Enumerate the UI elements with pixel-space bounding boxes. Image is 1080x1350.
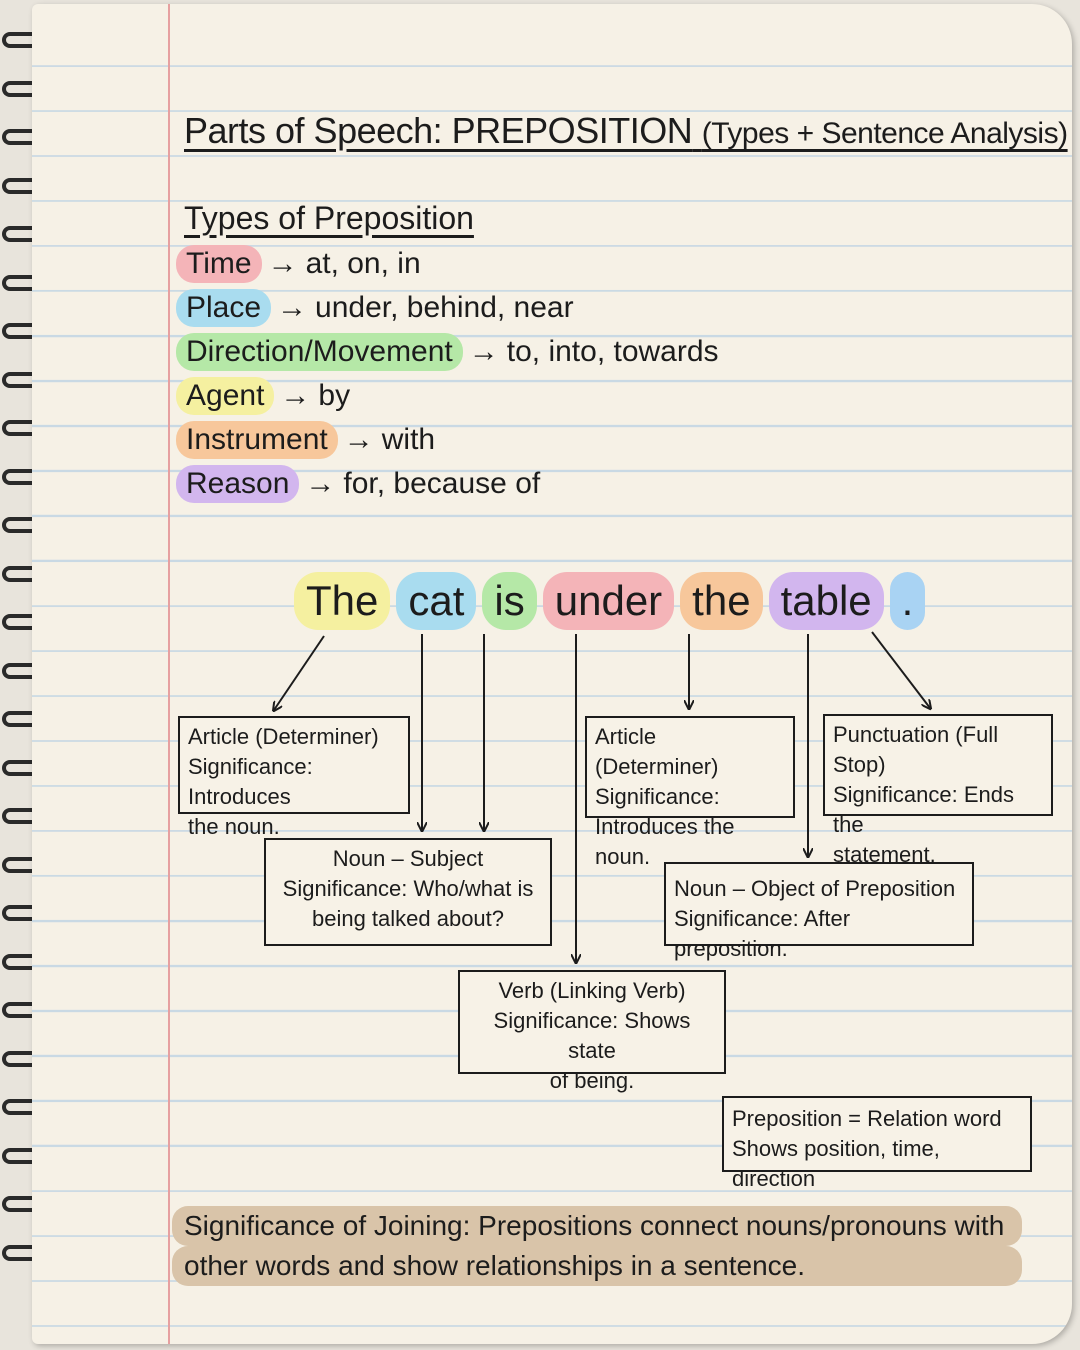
word-the-2: the — [680, 572, 763, 630]
box-noun-object: Noun – Object of Preposition Significanc… — [664, 862, 974, 961]
type-examples: to, into, towards — [506, 335, 719, 368]
box-line: statement. — [833, 842, 936, 867]
box-verb: Verb (Linking Verb) Significance: Shows … — [458, 970, 726, 1093]
example-sentence: The cat is under the table . — [294, 572, 926, 630]
box-article-1: Article (Determiner) Significance: Intro… — [178, 716, 410, 839]
type-examples: with — [381, 423, 436, 456]
type-label: Agent — [176, 377, 275, 415]
box-line: Introduces the noun. — [595, 814, 735, 869]
type-row-agent: Agent → by — [176, 376, 350, 416]
box-line: Significance: Introduces — [188, 754, 313, 809]
type-row-reason: Reason → for, because of — [176, 464, 540, 504]
box-line: the noun. — [188, 814, 280, 839]
type-row-direction: Direction/Movement → to, into, towards — [176, 332, 719, 372]
type-label: Reason — [176, 465, 300, 503]
box-line: of being. — [549, 1068, 635, 1093]
title-sub: (Types + Sentence Analysis) — [701, 117, 1068, 150]
type-row-time: Time → at, on, in — [176, 244, 421, 284]
arrow-icon: → — [468, 335, 499, 368]
page-title: Parts of Speech: PREPOSITION (Types + Se… — [184, 110, 1068, 152]
arrow-icon: → — [343, 423, 374, 456]
box-line: Significance: Shows state — [493, 1008, 691, 1063]
word-under: under — [542, 572, 675, 630]
type-label: Direction/Movement — [176, 333, 463, 371]
box-line: Article (Determiner) — [595, 724, 719, 779]
word-period: . — [889, 572, 926, 630]
type-label: Instrument — [176, 421, 338, 459]
word-cat: cat — [396, 572, 477, 630]
type-row-instrument: Instrument → with — [176, 420, 435, 460]
arrow-icon: → — [277, 291, 308, 324]
types-heading: Types of Preposition — [184, 200, 474, 236]
arrow-icon: → — [267, 247, 298, 280]
box-line: being talked about? — [311, 906, 505, 931]
type-label: Time — [176, 245, 262, 283]
box-preposition-note: Preposition = Relation word Shows positi… — [722, 1096, 1032, 1191]
arrow-icon: → — [280, 379, 311, 412]
box-noun-subject: Noun – Subject Significance: Who/what is… — [264, 838, 552, 946]
word-table: table — [768, 572, 884, 630]
arrow-icon: → — [305, 467, 336, 500]
type-row-place: Place → under, behind, near — [176, 288, 574, 328]
box-line: Significance: — [595, 784, 720, 809]
title-main: Parts of Speech: PREPOSITION — [184, 110, 693, 151]
summary-line-2: other words and show relationships in a … — [172, 1246, 1022, 1286]
type-examples: under, behind, near — [315, 291, 574, 324]
summary-note: Significance of Joining: Prepositions co… — [172, 1206, 1022, 1286]
box-line: Article (Determiner) — [188, 724, 379, 749]
box-punctuation: Punctuation (Full Stop) Significance: En… — [823, 714, 1053, 867]
type-examples: for, because of — [343, 467, 541, 500]
box-line: Verb (Linking Verb) — [498, 978, 686, 1003]
type-label: Place — [176, 289, 272, 327]
margin-line — [168, 4, 170, 1344]
word-is: is — [482, 572, 537, 630]
type-examples: at, on, in — [305, 247, 421, 280]
box-line: Shows position, time, direction — [732, 1136, 940, 1191]
box-article-2: Article (Determiner) Significance: Intro… — [585, 716, 795, 869]
word-the: The — [294, 572, 391, 630]
box-line: Significance: Who/what is — [282, 876, 534, 901]
box-line: Noun – Object of Preposition — [674, 876, 956, 901]
summary-line-1: Significance of Joining: Prepositions co… — [172, 1206, 1022, 1246]
box-line: Punctuation (Full Stop) — [833, 722, 999, 777]
box-line: Preposition = Relation word — [732, 1106, 1002, 1131]
box-line: Significance: After preposition. — [674, 906, 851, 961]
box-line: Noun – Subject — [332, 846, 484, 871]
box-line: Significance: Ends the — [833, 782, 1014, 837]
type-examples: by — [318, 379, 351, 412]
